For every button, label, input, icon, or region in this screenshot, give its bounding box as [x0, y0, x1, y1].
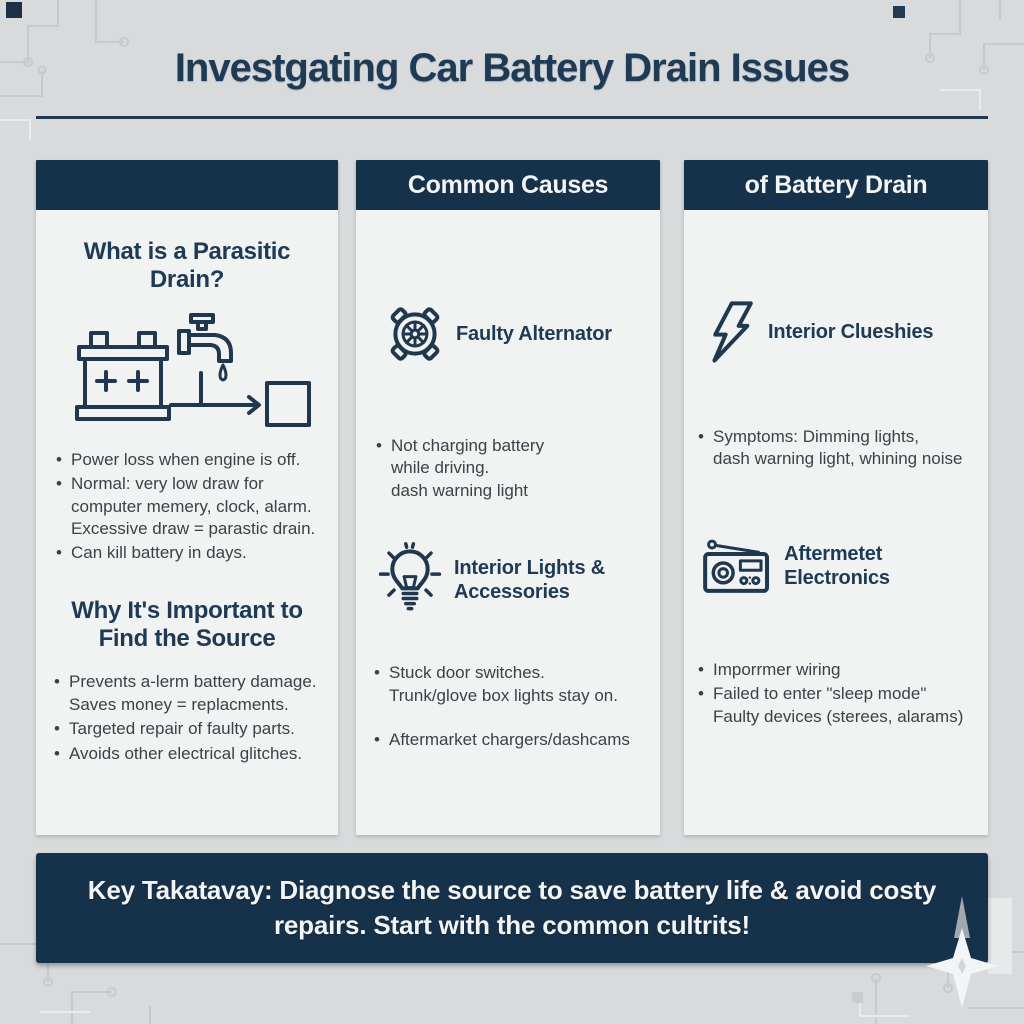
- bullet-marker: •: [698, 427, 704, 446]
- column2-body: Faulty Alternator •Not charging battery …: [356, 210, 660, 835]
- bullet-marker: •: [56, 449, 62, 469]
- column-parasitic-drain: What is a Parasitic Drain?: [36, 160, 338, 835]
- cause-label: Interior Lights & Accessories: [454, 557, 606, 604]
- list-item: •Targeted repair of faulty parts.: [54, 718, 336, 740]
- column-common-causes: Common Causes Faulty Alternator •Not cha…: [356, 160, 660, 835]
- corner-square-top-left: [6, 2, 22, 18]
- bullet-marker: •: [698, 659, 704, 679]
- cause-label: Interior Clueshies: [768, 321, 934, 343]
- cause-faulty-alternator: Faulty Alternator: [386, 305, 660, 363]
- column-battery-drain: of Battery Drain Interior Clueshies •Sym…: [684, 160, 988, 835]
- bullet-marker: •: [56, 474, 62, 494]
- bullet-marker: •: [56, 543, 62, 563]
- car-battery-icon: [77, 333, 169, 419]
- cause-interior-clueshies: Interior Clueshies: [704, 298, 988, 366]
- list-item: •Stuck door switches. Trunk/glove box li…: [374, 663, 618, 705]
- aftermetet-electronics-list: •Imporrmer wiring •Failed to enter "slee…: [698, 659, 984, 728]
- list-item: •Normal: very low draw for computer meme…: [56, 474, 316, 538]
- bullet-marker: •: [698, 684, 704, 704]
- list-item: •Failed to enter "sleep mode" Faulty dev…: [698, 684, 964, 726]
- title-divider: [36, 116, 988, 119]
- column3-header: of Battery Drain: [684, 160, 988, 210]
- bullet-marker: •: [376, 436, 382, 455]
- list-item: •Can kill battery in days.: [56, 542, 334, 564]
- column1-header: [36, 160, 338, 210]
- bullet-marker: •: [374, 663, 380, 683]
- column2-header: Common Causes: [356, 160, 660, 210]
- section-heading-what-is-parasitic-drain: What is a Parasitic Drain?: [83, 238, 291, 294]
- cause-label: Faulty Alternator: [456, 323, 612, 345]
- load-box: [267, 383, 309, 425]
- interior-lights-list: •Stuck door switches. Trunk/glove box li…: [374, 662, 654, 751]
- list-item: •Prevents a-lerm battery damage. Saves m…: [54, 672, 317, 714]
- column3-body: Interior Clueshies •Symptoms: Dimming li…: [684, 210, 988, 835]
- list-item: •Imporrmer wiring: [698, 659, 984, 681]
- key-takeaway-text: Key Takatavay: Diagnose the source to sa…: [87, 874, 937, 940]
- radio-icon: [700, 537, 772, 595]
- alternator-icon: [386, 305, 444, 363]
- drain-arrow: [171, 397, 259, 413]
- why-important-list: •Prevents a-lerm battery damage. Saves m…: [54, 671, 336, 765]
- parasitic-drain-list: •Power loss when engine is off. •Normal:…: [56, 449, 334, 565]
- faucet-icon: [179, 315, 231, 380]
- battery-drain-diagram: [61, 307, 313, 431]
- bullet-marker: •: [54, 743, 60, 763]
- sparkle-icon: [926, 896, 998, 1008]
- bullet-marker: •: [54, 719, 60, 739]
- cause-aftermetet-electronics: Aftermetet Electronics: [700, 537, 988, 595]
- list-item: •Aftermarket chargers/dashcams: [374, 729, 654, 751]
- cause-interior-lights: Interior Lights & Accessories: [378, 542, 660, 618]
- section-heading-why-find-source: Why It's Important to Find the Source: [71, 596, 303, 653]
- lightning-bolt-icon: [704, 298, 756, 366]
- lightbulb-icon: [378, 542, 442, 618]
- column1-body: What is a Parasitic Drain?: [36, 210, 338, 835]
- list-item: •Avoids other electrical glitches.: [54, 743, 336, 765]
- list-item: •Power loss when engine is off.: [56, 449, 334, 471]
- alternator-symptoms-list: •Not charging battery while driving. das…: [376, 435, 654, 502]
- list-item: •Symptoms: Dimming lights, dash warning …: [698, 427, 963, 469]
- corner-square-top-right: [893, 6, 905, 18]
- list-item: •Not charging battery while driving. das…: [376, 436, 545, 500]
- bullet-marker: •: [54, 672, 60, 692]
- key-takeaway-banner: Key Takatavay: Diagnose the source to sa…: [36, 853, 988, 963]
- cause-label: Aftermetet Electronics: [784, 542, 890, 589]
- page-title: Investgating Car Battery Drain Issues: [174, 46, 850, 90]
- bullet-marker: •: [374, 730, 380, 750]
- clueshies-symptoms-list: •Symptoms: Dimming lights, dash warning …: [698, 426, 984, 471]
